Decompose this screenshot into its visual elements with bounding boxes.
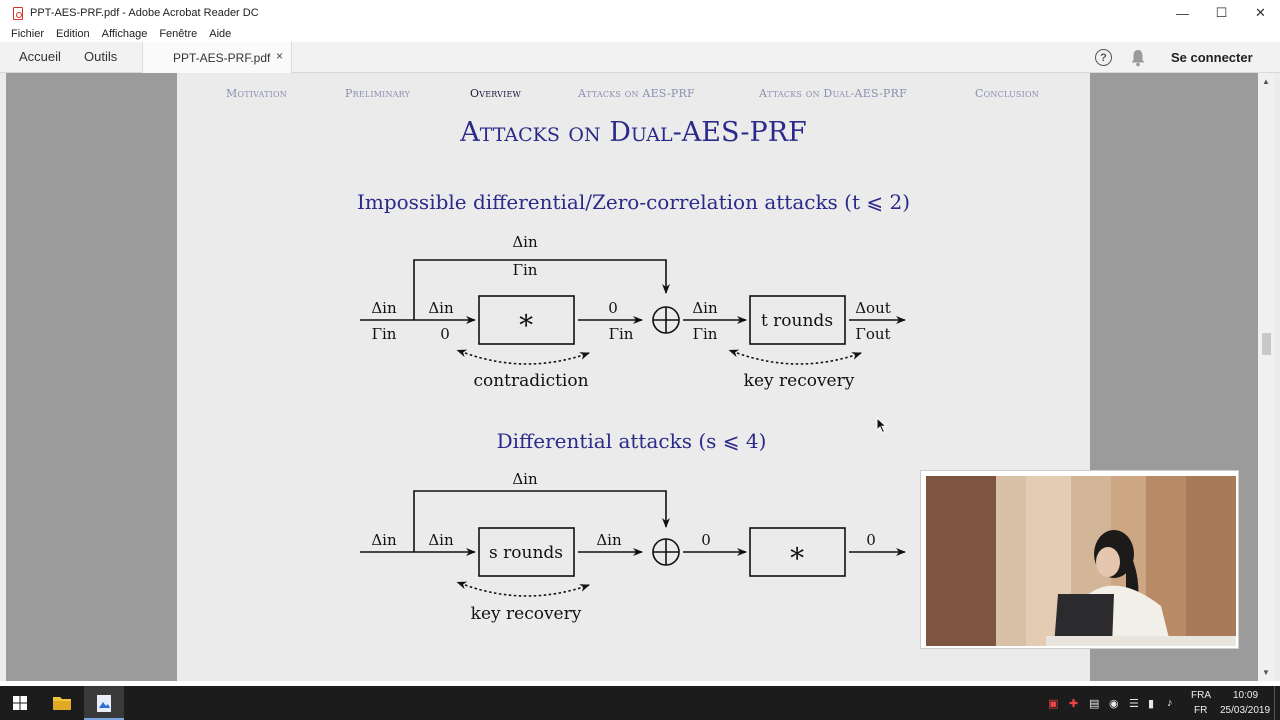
- slide-nav-overview[interactable]: Overview: [470, 87, 521, 100]
- d2-output-top-label: 0: [866, 531, 876, 549]
- d2-loop-top-label: Δin: [512, 470, 538, 488]
- menu-fenetre[interactable]: Fenêtre: [159, 28, 198, 40]
- box-t-rounds: [749, 295, 846, 345]
- box-star-1: [478, 295, 575, 345]
- d2-after-xor-top-label: 0: [701, 531, 711, 549]
- slide-nav-conclusion[interactable]: Conclusion: [975, 87, 1039, 100]
- app-tray-icon[interactable]: ▤: [1089, 698, 1100, 710]
- scroll-down-icon[interactable]: ▼: [1262, 668, 1270, 677]
- diagram-1: [360, 259, 906, 365]
- acrobat-taskbar-button[interactable]: [84, 686, 124, 720]
- wifi-icon[interactable]: ☰: [1129, 698, 1139, 710]
- minimize-button[interactable]: —: [1176, 5, 1189, 21]
- d1-key-recovery-caption: key recovery: [744, 371, 855, 391]
- speaker-video: [926, 476, 1236, 646]
- vertical-scrollbar[interactable]: ▲ ▼: [1258, 73, 1275, 681]
- slide-nav-motivation[interactable]: Motivation: [226, 87, 287, 100]
- d1-input-bottom-label: Γin: [372, 325, 397, 343]
- menu-aide[interactable]: Aide: [209, 28, 232, 40]
- file-explorer-taskbar-button[interactable]: [42, 686, 82, 720]
- feedforward-line-1: [413, 259, 670, 320]
- input-language[interactable]: FRA: [1191, 690, 1211, 701]
- volume-icon[interactable]: ♪: [1167, 697, 1173, 709]
- d1-input-top-label: Δin: [371, 299, 397, 317]
- bell-icon[interactable]: [1130, 49, 1146, 67]
- webcam-tray-icon[interactable]: ◉: [1109, 698, 1119, 710]
- windows-start-icon[interactable]: [13, 696, 27, 710]
- d1-loop-top-label: Δin: [512, 233, 538, 251]
- diagram-2: [360, 490, 906, 597]
- d2-input-top-label: Δin: [371, 531, 397, 549]
- left-panel-edge: [0, 73, 6, 681]
- contradiction-arc: [456, 349, 590, 365]
- slide-navigation: Motivation Preliminary Overview Attacks …: [177, 87, 1090, 103]
- antivirus-tray-icon[interactable]: ▣: [1048, 698, 1059, 710]
- tab-bar: Accueil Outils PPT-AES-PRF.pdf × ? Se co…: [0, 42, 1280, 73]
- title-bar: PPT-AES-PRF.pdf - Adobe Acrobat Reader D…: [0, 0, 1280, 26]
- webcam-overlay: [920, 470, 1239, 649]
- maximize-button[interactable]: ☐: [1215, 5, 1228, 20]
- document-tab-label: PPT-AES-PRF.pdf: [173, 51, 271, 65]
- home-tab[interactable]: Accueil: [19, 49, 61, 64]
- slide-nav-attacks-aes-prf[interactable]: Attacks on AES-PRF: [578, 87, 695, 100]
- d1-branch-top-label: Δin: [428, 299, 454, 317]
- d1-after-xor-top-label: Δin: [692, 299, 718, 317]
- feedforward-line-2: [413, 490, 670, 552]
- close-button[interactable]: ✕: [1255, 5, 1266, 20]
- window-title: PPT-AES-PRF.pdf - Adobe Acrobat Reader D…: [30, 7, 259, 19]
- menu-bar: Fichier Edition Affichage Fenêtre Aide: [0, 26, 1280, 42]
- clock-date[interactable]: 25/03/2019: [1220, 705, 1271, 716]
- slide-nav-attacks-dual-aes-prf[interactable]: Attacks on Dual-AES-PRF: [759, 87, 907, 100]
- mouse-cursor-icon: [876, 417, 888, 434]
- security-tray-icon[interactable]: ✚: [1069, 698, 1079, 710]
- box-star-2: [749, 527, 846, 577]
- d1-box2-label: t rounds: [761, 311, 833, 331]
- acrobat-icon: [13, 6, 23, 20]
- battery-icon[interactable]: ▮: [1148, 698, 1155, 710]
- scrollbar-thumb[interactable]: [1262, 333, 1271, 355]
- menu-fichier[interactable]: Fichier: [11, 28, 45, 40]
- close-tab-icon[interactable]: ×: [276, 49, 284, 63]
- document-tab[interactable]: PPT-AES-PRF.pdf ×: [142, 42, 292, 73]
- keyboard-layout[interactable]: FR: [1194, 705, 1208, 716]
- d1-after-box1-top-label: 0: [608, 299, 618, 317]
- d2-box1-label: s rounds: [489, 543, 563, 563]
- menu-edition[interactable]: Edition: [56, 28, 90, 40]
- window-controls: — ☐ ✕: [1163, 0, 1280, 26]
- d1-after-xor-bottom-label: Γin: [693, 325, 718, 343]
- d2-branch-top-label: Δin: [428, 531, 454, 549]
- d1-branch-bottom-label: 0: [440, 325, 450, 343]
- key-recovery-arc-2: [456, 581, 590, 597]
- right-panel-edge: [1275, 73, 1280, 681]
- d1-box1-symbol: ∗: [516, 303, 535, 336]
- d2-after-box1-top-label: Δin: [596, 531, 622, 549]
- sign-in-link[interactable]: Se connecter: [1171, 50, 1253, 65]
- scroll-up-icon[interactable]: ▲: [1262, 77, 1270, 86]
- section1-heading: Impossible differential/Zero-correlation…: [356, 190, 911, 214]
- d2-key-recovery-caption: key recovery: [471, 604, 582, 624]
- d2-box2-symbol: ∗: [787, 536, 806, 569]
- box-s-rounds: [478, 527, 575, 577]
- menu-affichage[interactable]: Affichage: [101, 28, 148, 40]
- d1-output-bottom-label: Γout: [855, 325, 890, 343]
- key-recovery-arc-1: [728, 349, 862, 365]
- d1-after-box1-bottom-label: Γin: [609, 325, 634, 343]
- document-app-icon: [97, 695, 111, 712]
- d1-loop-bottom-label: Γin: [513, 261, 538, 279]
- section2-heading: Differential attacks (s ⩽ 4): [496, 429, 767, 453]
- tools-tab[interactable]: Outils: [84, 49, 118, 64]
- show-desktop-button[interactable]: [1274, 686, 1280, 720]
- folder-icon: [53, 697, 71, 710]
- slide-nav-preliminary[interactable]: Preliminary: [345, 87, 411, 100]
- d1-output-top-label: Δout: [855, 299, 891, 317]
- taskbar: ▣ ✚ ▤ ◉ ☰ ▮ ♪ FRA FR 10:09 25/03/2019: [0, 686, 1280, 720]
- help-icon[interactable]: ?: [1095, 49, 1112, 66]
- slide-title: Attacks on Dual-AES-PRF: [460, 117, 807, 148]
- d1-contradiction-caption: contradiction: [473, 371, 588, 391]
- attack-diagrams: Δin Γin Δin Γin Δin 0 ∗ 0 Γin Δin Γin t …: [360, 233, 906, 624]
- clock-time[interactable]: 10:09: [1233, 690, 1259, 701]
